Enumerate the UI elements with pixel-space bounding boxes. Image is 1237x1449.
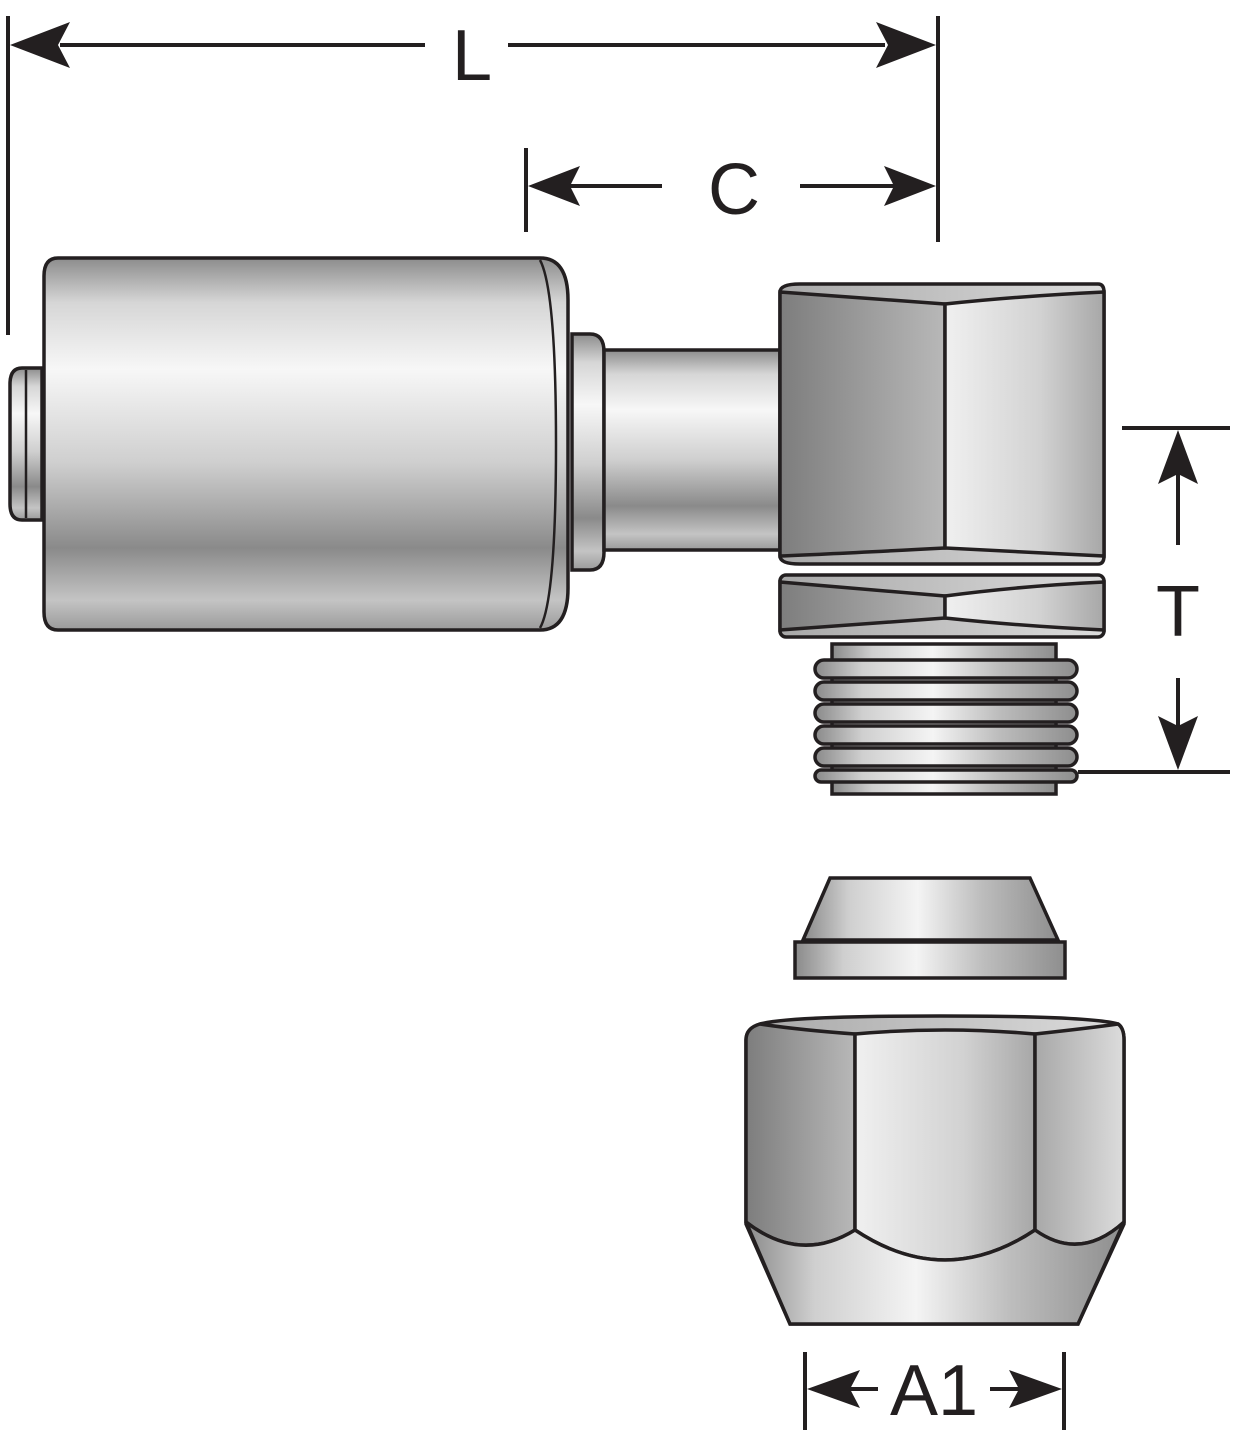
dimension-c: C (524, 148, 936, 232)
dimension-l: L (6, 16, 940, 335)
label-l: L (452, 16, 492, 96)
elbow-hex-body (778, 282, 1106, 566)
label-c: C (708, 150, 760, 230)
label-a1: A1 (890, 1351, 978, 1431)
jam-nut (778, 573, 1106, 639)
dimension-t: T (1078, 426, 1230, 774)
label-t: T (1156, 572, 1200, 652)
threaded-stud (813, 642, 1079, 796)
thread-rings (813, 658, 1079, 784)
dimension-a1: A1 (803, 1351, 1066, 1431)
hose-ferrule (8, 256, 782, 632)
flare-nut (744, 1014, 1126, 1326)
sleeve (793, 876, 1067, 980)
